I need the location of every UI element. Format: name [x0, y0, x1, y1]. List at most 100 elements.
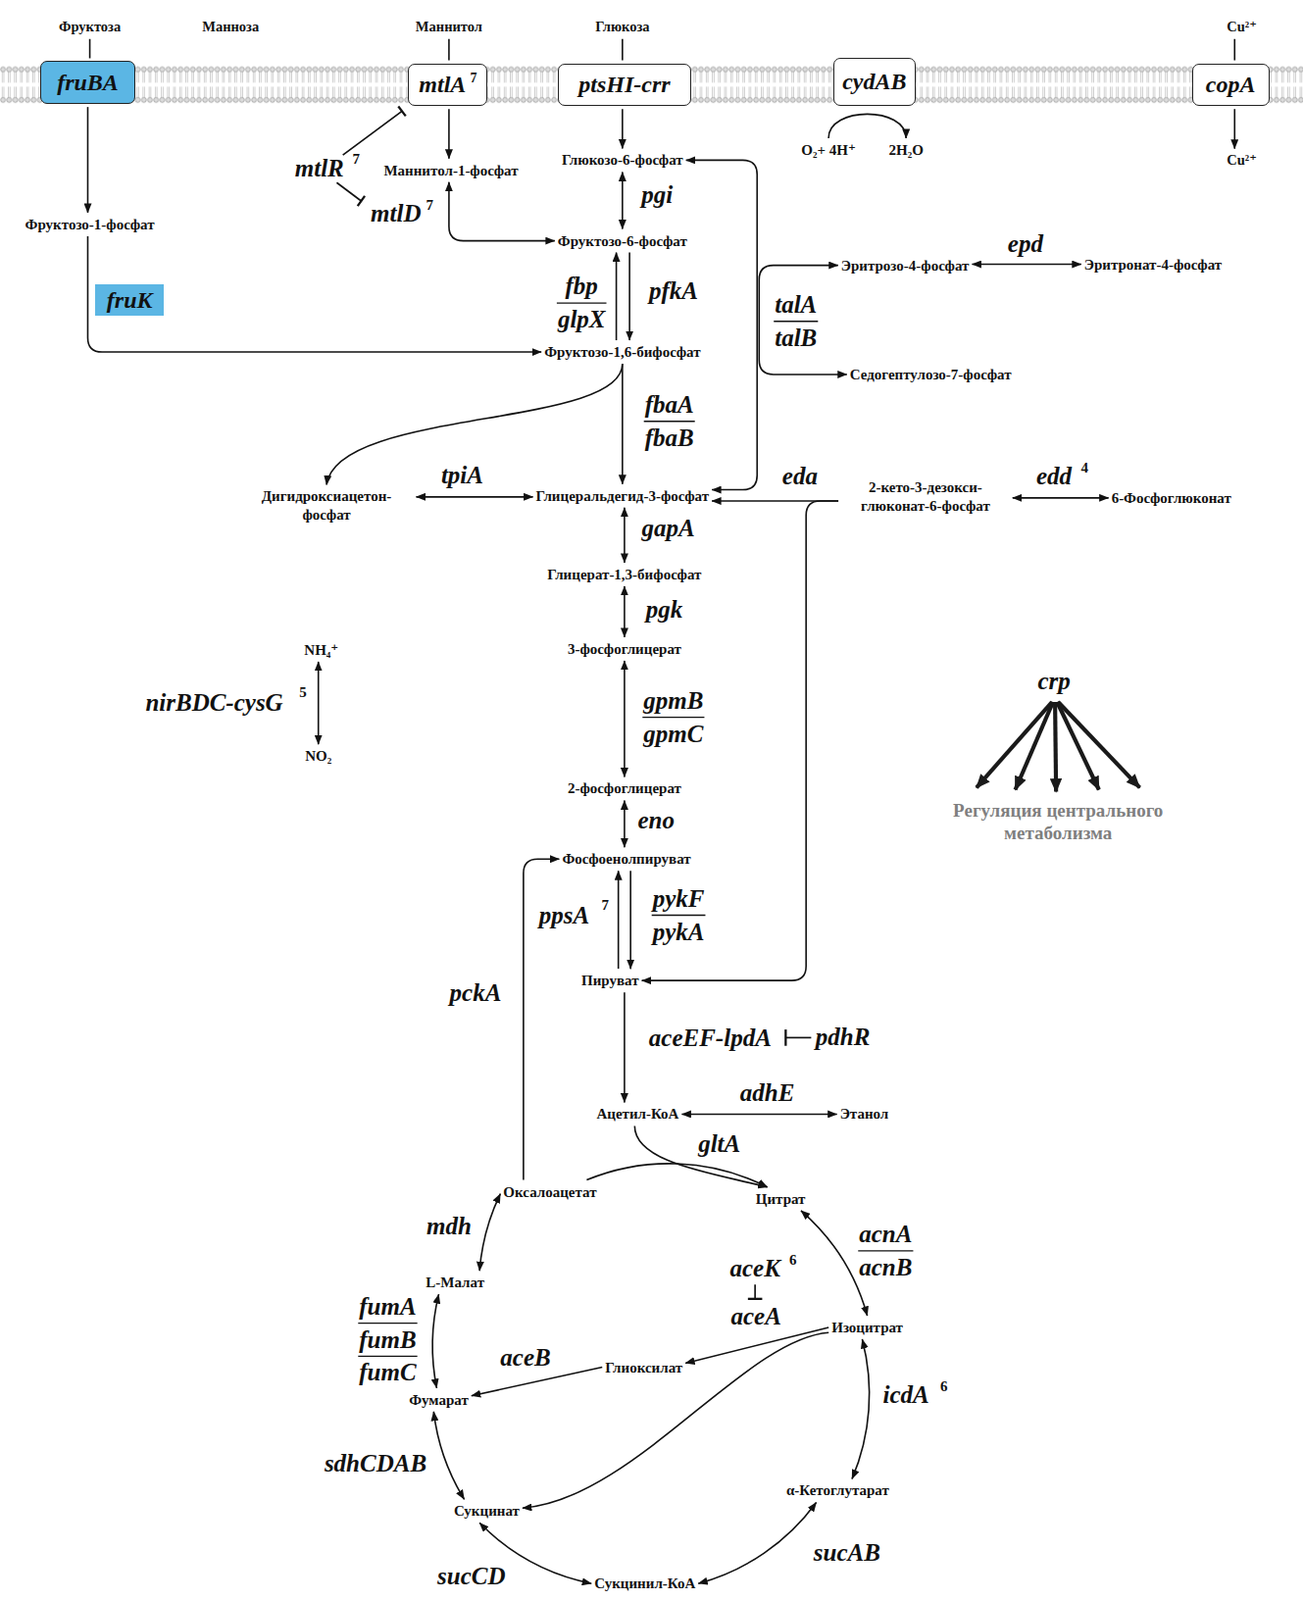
gene-label: fbp glpX [557, 269, 606, 337]
inhibition-bar [748, 1298, 763, 1301]
node-text: NO₂ [304, 748, 332, 764]
node-text: fruK [106, 287, 153, 313]
gene-label: ppsA [539, 902, 590, 931]
node-text: Сукцинил-КоА [594, 1575, 696, 1592]
metabolite-label: 2-кето-3-дезокси- глюконат-6-фосфат [841, 478, 1010, 516]
gene-label: edd [1036, 462, 1072, 492]
metabolite-label: Сукцинил-КоА [594, 1574, 696, 1593]
metabolite-label: Эритрозо-4-фосфат [841, 256, 970, 275]
node-text: L-Малат [425, 1274, 485, 1291]
reaction-arrow [317, 661, 320, 745]
node-text: Маннитол-1-фосфат [383, 162, 518, 179]
gene-label: sucCD [437, 1562, 505, 1592]
gene-label: mtlD [370, 200, 421, 229]
reaction-arrow [681, 1113, 837, 1116]
reaction-arrow [628, 252, 631, 341]
callout-number: 7 [469, 70, 477, 86]
reaction-arrow [686, 159, 757, 490]
metabolite-label: Сукцинат [453, 1502, 520, 1520]
regulation-arrow [1054, 701, 1056, 793]
reaction-arrow [449, 182, 555, 242]
node-text: Глюкозо-6-фосфат [561, 151, 684, 168]
gene-label: aceEF-lpdA [649, 1024, 772, 1053]
reaction-arrow [621, 171, 624, 229]
node-text: Фруктоза [58, 18, 121, 35]
node-text: Пируват [581, 972, 640, 989]
node-text: Изоцитрат [831, 1319, 903, 1336]
reaction-arrow [698, 1502, 816, 1584]
fraction-bar [357, 1322, 417, 1324]
node-text: Фосфоенолпируват [561, 851, 691, 867]
node-text: ptsHI-crr [578, 71, 670, 98]
node-text: Цитрат [755, 1191, 806, 1207]
chemical-label: 2H₂O [888, 141, 923, 159]
reaction-arrow [89, 39, 92, 59]
metabolite-label: Глицеральдегид-3-фосфат [536, 487, 710, 505]
node-text: copA [1205, 71, 1256, 98]
inhibition-line [336, 182, 361, 201]
node-text: Фруктозо-6-фосфат [557, 233, 688, 250]
inhibition-bar [398, 105, 405, 116]
chemical-label: O₂+ 4H⁺ [801, 141, 856, 159]
substrate-label: Cu²⁺ [1226, 151, 1257, 169]
metabolite-label: Глюкозо-6-фосфат [561, 150, 684, 169]
node-text: 2-кето-3-дезокси- глюконат-6-фосфат [860, 479, 991, 514]
gene-box: mtlA7 [407, 63, 488, 107]
gene-label: talA talB [774, 288, 817, 355]
reaction-arrow [828, 113, 906, 139]
node-text: mtlA [418, 71, 466, 98]
regulator-gene: mtlR [295, 154, 345, 184]
metabolite-label: Дигидроксиацетон- фосфат [240, 487, 414, 525]
gene-label: epd [1007, 230, 1044, 259]
metabolite-label: Эритронат-4-фосфат [1084, 255, 1222, 274]
reaction-arrow [615, 252, 618, 341]
reaction-arrow [471, 1367, 602, 1397]
gene-label: adhE [740, 1079, 796, 1108]
metabolite-label: Фруктозо-1,6-бифосфат [544, 343, 701, 361]
reaction-arrow [621, 108, 624, 149]
metabolite-label: Пируват [581, 971, 640, 990]
node-text: Фруктозо-1-фосфат [25, 216, 155, 233]
regulator-gene: crp [1037, 667, 1070, 697]
chemical-label: NO₂ [304, 747, 332, 765]
regulation-arrow [1015, 701, 1054, 791]
node-text: Маннитол [415, 18, 483, 35]
metabolite-label: α-Кетоглутарат [786, 1481, 890, 1500]
node-text: Фумарат [408, 1392, 469, 1408]
callout-number: 4 [1081, 459, 1090, 477]
reaction-arrow [87, 106, 90, 213]
metabolite-label: Седогептулозо-7-фосфат [850, 365, 1012, 384]
inhibition-bar [357, 196, 365, 206]
callout-number: 5 [299, 684, 307, 702]
gene-label: pfkA [649, 277, 699, 306]
reaction-arrow [88, 236, 543, 352]
reaction-arrow [623, 992, 626, 1103]
gene-label: aceA [730, 1303, 781, 1332]
substrate-label: Манноза [201, 18, 259, 36]
callout-number: 6 [940, 1378, 949, 1396]
chemical-label: NH₄⁺ [303, 641, 339, 659]
node-text: Эритрозо-4-фосфат [841, 257, 970, 274]
gene-label: sucAB [813, 1539, 881, 1568]
gene-label: aceB [500, 1344, 551, 1373]
metabolite-label: 3-фосфоглицерат [567, 640, 682, 658]
gene-box: cydAB [833, 57, 915, 106]
reaction-arrow [448, 39, 451, 61]
node-text: NH₄⁺ [303, 642, 339, 658]
reaction-arrow [432, 1294, 439, 1389]
reaction-arrow [448, 108, 451, 159]
gene-box: fruK [95, 284, 164, 315]
node-text: Фруктозо-1,6-бифосфат [544, 344, 701, 360]
regulator-gene: pdhR [815, 1023, 871, 1053]
node-text: Глицерат-1,3-бифосфат [547, 566, 702, 583]
reaction-arrow [433, 1411, 464, 1500]
reaction-arrow [801, 1210, 868, 1316]
node-text: 2-фосфоглицерат [567, 780, 682, 797]
gene-label: fumA fumB fumC [358, 1290, 416, 1390]
fraction-bar [857, 1250, 913, 1252]
reaction-arrow [621, 363, 624, 485]
gene-label: pckA [450, 979, 502, 1008]
reaction-arrow [1233, 39, 1236, 61]
reaction-arrow [623, 800, 626, 848]
